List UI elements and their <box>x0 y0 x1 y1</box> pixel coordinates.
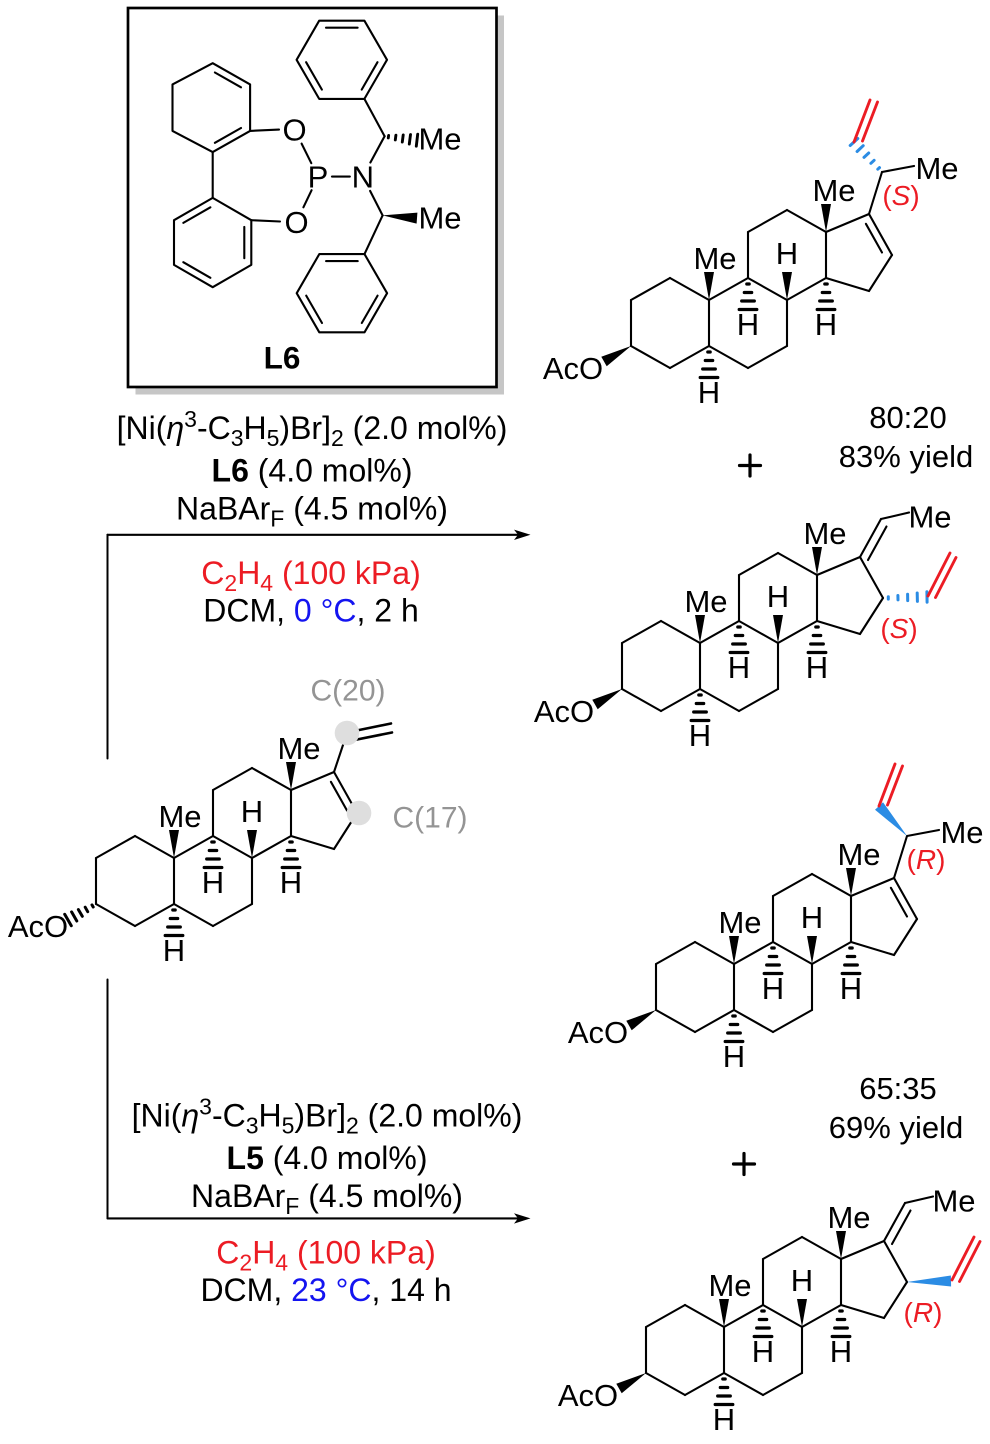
svg-text:P: P <box>308 160 329 195</box>
svg-text:Me: Me <box>908 500 951 535</box>
svg-text:H: H <box>163 933 185 968</box>
svg-text:N: N <box>352 160 374 195</box>
svg-text:Me: Me <box>915 151 958 186</box>
svg-text:DCM, 0 °C, 2 h: DCM, 0 °C, 2 h <box>203 593 419 629</box>
svg-text:NaBArF (4.5 mol%): NaBArF (4.5 mol%) <box>191 1178 463 1219</box>
svg-text:H: H <box>776 236 798 271</box>
svg-text:H: H <box>202 865 224 900</box>
svg-text:80:20: 80:20 <box>869 400 947 435</box>
svg-text:(R): (R) <box>904 1297 943 1328</box>
svg-text:H: H <box>737 307 759 342</box>
svg-text:O: O <box>282 112 306 147</box>
svg-text:AcO: AcO <box>543 351 603 386</box>
svg-text:H: H <box>815 307 837 342</box>
svg-text:H: H <box>767 579 789 614</box>
svg-text:O: O <box>285 205 309 240</box>
svg-text:Me: Me <box>277 731 320 766</box>
svg-text:Me: Me <box>693 241 736 276</box>
svg-text:H: H <box>689 718 711 753</box>
svg-text:83% yield: 83% yield <box>839 439 973 474</box>
svg-text:[Ni(η3-C3H5)Br]2 (2.0 mol%): [Ni(η3-C3H5)Br]2 (2.0 mol%) <box>117 406 508 451</box>
svg-text:Me: Me <box>418 201 461 236</box>
svg-text:H: H <box>698 375 720 410</box>
svg-text:L5 (4.0 mol%): L5 (4.0 mol%) <box>227 1140 428 1176</box>
svg-text:H: H <box>762 971 784 1006</box>
svg-text:Me: Me <box>684 584 727 619</box>
svg-text:DCM, 23 °C, 14 h: DCM, 23 °C, 14 h <box>200 1272 451 1308</box>
svg-text:(R): (R) <box>907 844 946 875</box>
svg-text:Me: Me <box>827 1200 870 1235</box>
svg-text:NaBArF (4.5 mol%): NaBArF (4.5 mol%) <box>176 491 448 532</box>
svg-text:AcO: AcO <box>534 694 594 729</box>
svg-text:69% yield: 69% yield <box>829 1110 963 1145</box>
svg-text:H: H <box>723 1039 745 1074</box>
svg-text:H: H <box>830 1334 852 1369</box>
svg-text:Me: Me <box>158 799 201 834</box>
svg-text:AcO: AcO <box>558 1378 618 1413</box>
svg-text:H: H <box>241 794 263 829</box>
svg-text:H: H <box>728 650 750 685</box>
svg-text:C(20): C(20) <box>310 675 385 708</box>
svg-text:H: H <box>806 650 828 685</box>
svg-text:C2H4 (100 kPa): C2H4 (100 kPa) <box>216 1235 435 1276</box>
svg-text:Me: Me <box>837 837 880 872</box>
svg-text:Me: Me <box>932 1184 975 1219</box>
svg-text:AcO: AcO <box>568 1015 628 1050</box>
svg-text:[Ni(η3-C3H5)Br]2 (2.0 mol%): [Ni(η3-C3H5)Br]2 (2.0 mol%) <box>132 1094 523 1139</box>
svg-text:Me: Me <box>803 516 846 551</box>
svg-text:65:35: 65:35 <box>859 1071 937 1106</box>
svg-text:Me: Me <box>940 815 983 850</box>
svg-text:(S): (S) <box>880 613 917 644</box>
svg-text:Me: Me <box>708 1268 751 1303</box>
svg-text:(S): (S) <box>882 180 919 211</box>
svg-text:C2H4 (100 kPa): C2H4 (100 kPa) <box>201 555 420 596</box>
svg-text:H: H <box>791 1263 813 1298</box>
svg-text:L6: L6 <box>264 340 301 376</box>
svg-text:Me: Me <box>812 173 855 208</box>
svg-text:C(17): C(17) <box>392 802 467 835</box>
svg-text:AcO: AcO <box>8 909 68 944</box>
svg-text:H: H <box>801 900 823 935</box>
svg-text:L6 (4.0 mol%): L6 (4.0 mol%) <box>212 453 413 489</box>
svg-text:H: H <box>840 971 862 1006</box>
svg-text:Me: Me <box>718 905 761 940</box>
svg-text:H: H <box>713 1402 735 1437</box>
svg-text:Me: Me <box>418 122 461 157</box>
svg-text:H: H <box>752 1334 774 1369</box>
svg-text:H: H <box>280 865 302 900</box>
